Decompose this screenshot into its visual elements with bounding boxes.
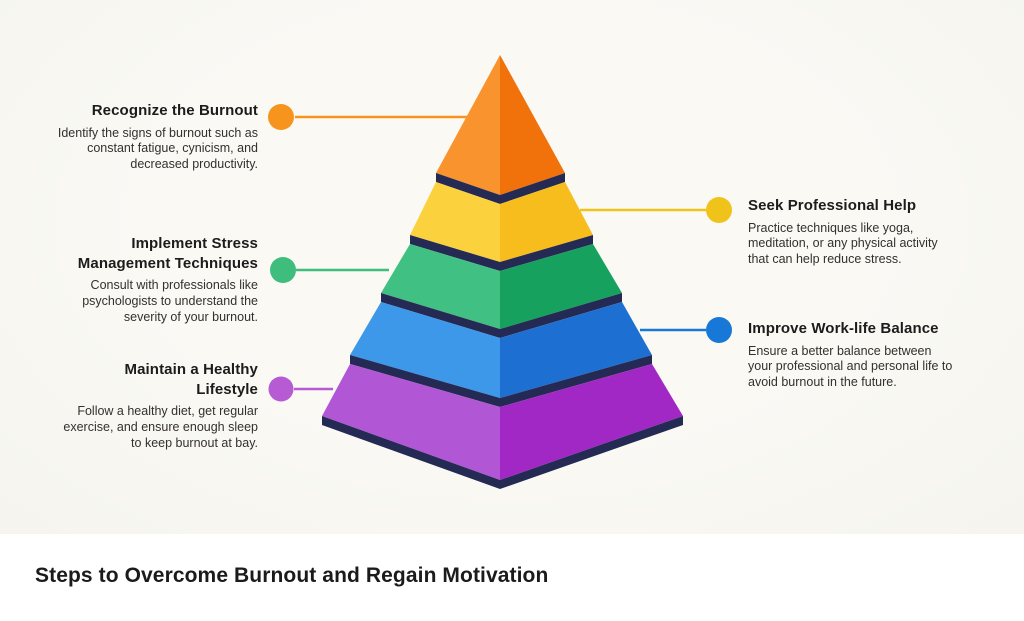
callout-description: Ensure a better balance between your pro… — [748, 343, 953, 390]
bullet-dot-professional-help — [706, 197, 732, 223]
callout-description: Follow a healthy diet, get regular exerc… — [63, 404, 258, 450]
bullet-dot-healthy-lifestyle — [268, 376, 294, 402]
page-title: Steps to Overcome Burnout and Regain Mot… — [35, 564, 549, 587]
pyramid-level-4-left-face — [350, 302, 500, 398]
bullet-dot-worklife-balance — [706, 317, 732, 343]
callout-description: Identify the signs of burnout such as co… — [57, 125, 258, 172]
callout-description: Practice techniques like yoga, meditatio… — [748, 220, 938, 267]
bullet-dot-recognize-burnout — [268, 104, 294, 130]
pyramid-level-2-right-face — [500, 182, 593, 262]
pyramid-level-5-right-face — [500, 364, 683, 480]
pyramid-level-4 — [350, 302, 652, 407]
pyramid-level-3-right-face — [500, 244, 622, 329]
bullet-dot-implement-stress — [270, 257, 296, 283]
callout-title: Seek Professional Help — [748, 197, 917, 214]
callout-healthy-lifestyle: Maintain a Healthy Lifestyle Follow a he… — [57, 360, 258, 452]
pyramid-level-2-edge — [410, 235, 593, 271]
pyramid-level-3-left-face — [381, 244, 500, 329]
callout-description: Consult with professionals like psycholo… — [82, 278, 258, 324]
callout-professional-help: Seek Professional Help Practice techniqu… — [748, 196, 940, 268]
pyramid-level-3-edge — [381, 293, 622, 338]
pyramid-level-3 — [381, 244, 622, 338]
callout-implement-stress: Implement Stress Management Techniques C… — [42, 234, 258, 326]
pyramid-level-2-left-face — [410, 182, 500, 262]
callout-title: Improve Work-life Balance — [748, 320, 939, 337]
pyramid-level-4-edge — [350, 355, 652, 407]
pyramid-level-5 — [322, 364, 683, 489]
callout-worklife-balance: Improve Work-life Balance Ensure a bette… — [748, 319, 954, 391]
footer-bar: Steps to Overcome Burnout and Regain Mot… — [0, 534, 1024, 621]
infographic-area: Recognize the Burnout Identify the signs… — [0, 0, 1024, 534]
pyramid-level-5-left-face — [322, 364, 500, 480]
pyramid-level-4-right-face — [500, 302, 652, 398]
pyramid-level-1-edge — [436, 173, 565, 204]
pyramid-level-1-left-face — [436, 55, 500, 195]
callout-title: Maintain a Healthy Lifestyle — [124, 361, 258, 398]
pyramid-graphic — [268, 55, 732, 489]
callout-title: Implement Stress Management Techniques — [77, 235, 258, 272]
pyramid-level-1-right-face — [500, 55, 565, 195]
pyramid-level-2 — [410, 182, 593, 271]
pyramid-level-1 — [436, 55, 565, 204]
callout-title: Recognize the Burnout — [91, 102, 258, 119]
callout-recognize-burnout: Recognize the Burnout Identify the signs… — [57, 101, 258, 173]
